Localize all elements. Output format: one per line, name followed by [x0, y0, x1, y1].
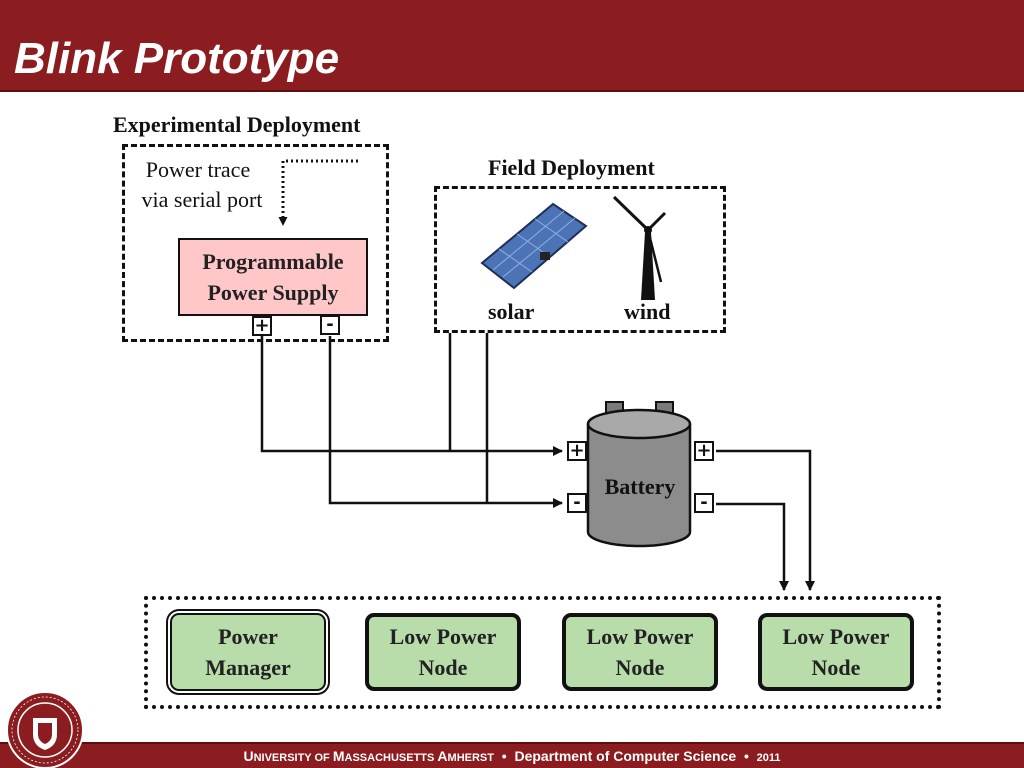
title-bar — [0, 0, 1024, 90]
node-label-line2: Manager — [205, 655, 291, 680]
field-deployment-box — [434, 186, 726, 333]
footer-department: Department of Computer Science — [514, 748, 737, 764]
node-label-line2: Node — [615, 655, 665, 680]
node-label-line1: Power — [218, 624, 278, 649]
node-label-line2: Node — [418, 655, 468, 680]
solar-panel-icon — [480, 202, 588, 290]
title-bar-rule — [0, 90, 1024, 92]
wire-supply-minus — [328, 336, 563, 508]
serial-trace-arrow — [278, 159, 358, 226]
wire-battery-minus-out — [716, 502, 789, 591]
solar-label: solar — [488, 299, 535, 324]
footer-bar — [0, 742, 1024, 768]
field-deployment-title: Field Deployment — [488, 155, 655, 180]
wind-turbine-icon — [612, 195, 667, 300]
experimental-deployment-box — [122, 144, 389, 342]
footer-text: UNIVERSITY OF MASSACHUSETTS AMHERST • De… — [0, 747, 1024, 767]
battery-label: Battery — [604, 474, 676, 499]
experimental-deployment-title: Experimental Deployment — [113, 112, 361, 137]
low-power-node-1: Low Power Node — [365, 613, 521, 691]
power-trace-label: Power trace — [145, 157, 251, 182]
serial-port-label: via serial port — [141, 187, 263, 212]
footer-university: UNIVERSITY OF MASSACHUSETTS AMHERST — [243, 748, 494, 764]
low-power-node-2: Low Power Node — [562, 613, 718, 691]
battery-in-plus-terminal: + — [567, 441, 587, 461]
slide-title: Blink Prototype — [14, 34, 340, 83]
battery-in-minus-terminal: - — [567, 493, 587, 513]
battery-out-plus-terminal: + — [694, 441, 714, 461]
node-label-line1: Low Power — [389, 624, 497, 649]
node-group-box — [144, 596, 941, 709]
supply-plus-terminal: + — [252, 316, 272, 336]
supply-label-line1: Programmable — [202, 249, 344, 274]
programmable-power-supply: Programmable Power Supply — [178, 238, 368, 316]
node-label-line1: Low Power — [782, 624, 890, 649]
wind-label: wind — [624, 299, 671, 324]
battery-out-minus-terminal: - — [694, 493, 714, 513]
supply-label-line2: Power Supply — [207, 280, 339, 305]
wire-supply-plus — [260, 336, 563, 456]
node-label-line1: Low Power — [586, 624, 694, 649]
node-label-line2: Node — [811, 655, 861, 680]
battery-icon — [586, 401, 692, 548]
university-seal-logo — [6, 691, 84, 768]
power-manager-node: Power Manager — [170, 613, 326, 691]
footer-separator-1: • — [501, 748, 507, 764]
supply-minus-terminal: - — [320, 315, 340, 335]
footer-separator-2: • — [743, 748, 749, 764]
wire-battery-plus-out — [716, 449, 815, 591]
low-power-node-3: Low Power Node — [758, 613, 914, 691]
footer-year: 2011 — [756, 752, 781, 764]
